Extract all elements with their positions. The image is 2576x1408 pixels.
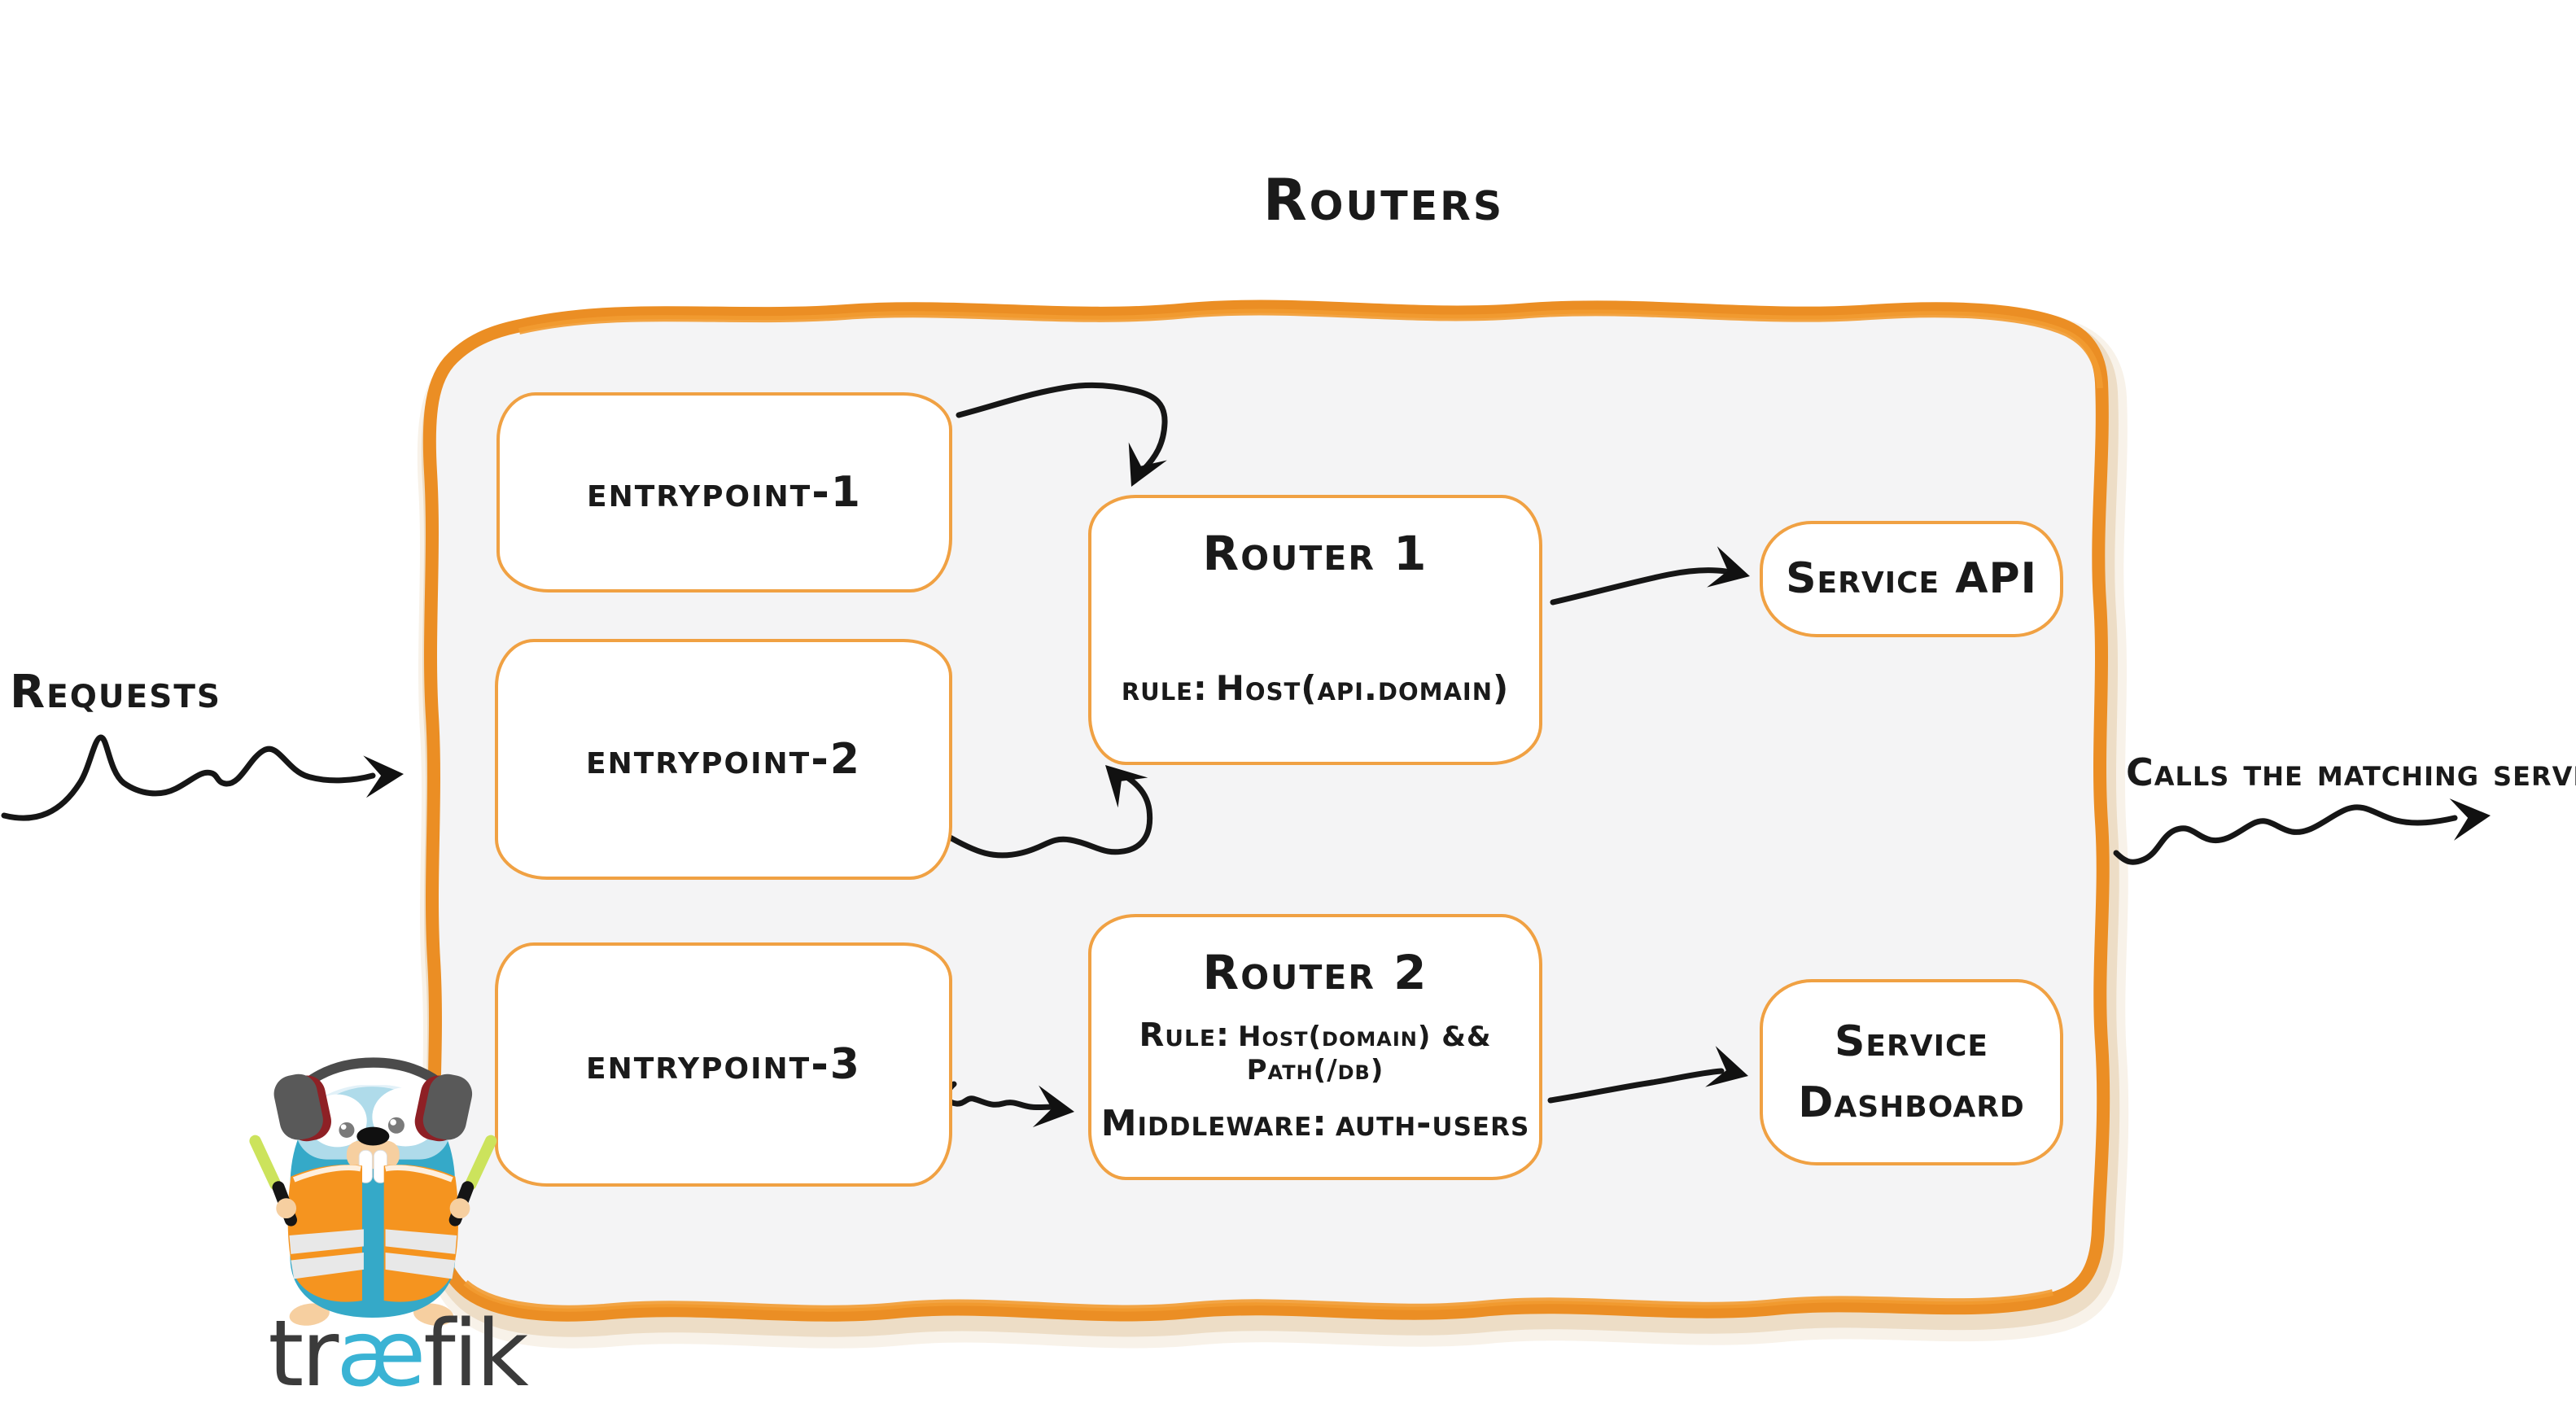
router-1-rule: rule:Host(api.domain) <box>1122 668 1509 708</box>
entrypoint-3-label: entrypoint-3 <box>586 1040 861 1089</box>
service-dashboard-box: Service Dashboard <box>1760 979 2063 1165</box>
router-1-box: Router 1 rule:Host(api.domain) <box>1088 495 1542 765</box>
service-dashboard-label-line2: Dashboard <box>1798 1078 2025 1127</box>
entrypoint1-to-router1-arrow <box>956 383 1168 474</box>
requests-arrow <box>1 734 376 821</box>
service-api-box: Service API <box>1760 521 2063 637</box>
entrypoint2-to-router1-arrow <box>942 769 1153 859</box>
diagram-title: Routers <box>1262 167 1505 234</box>
router-1-rule-prefix: rule: <box>1121 668 1208 708</box>
entrypoint-1-label: entrypoint-1 <box>587 468 862 517</box>
service-api-label: Service API <box>1786 554 2037 603</box>
router-2-middleware-prefix: Middleware: <box>1100 1103 1327 1144</box>
service-dashboard-label-line1: Service <box>1834 1017 1989 1066</box>
requests-label: Requests <box>10 666 222 719</box>
calls-matching-server-arrow <box>2113 804 2458 865</box>
traefik-wordmark: træfik <box>251 1309 544 1400</box>
calls-label: Calls the matching server <box>2126 750 2576 794</box>
wordmark-fik: fik <box>423 1301 528 1407</box>
router-2-middleware-value: auth-users <box>1335 1103 1530 1144</box>
entrypoint3-to-router2-arrow <box>944 1081 1063 1112</box>
router-2-box: Router 2 Rule:Host(domain) && Path(/db) … <box>1088 914 1542 1180</box>
wordmark-tr: tr <box>268 1301 339 1407</box>
router-2-rule-prefix: Rule: <box>1139 1017 1230 1054</box>
wordmark-ae: æ <box>336 1301 426 1407</box>
router-1-rule-value: Host(api.domain) <box>1215 668 1510 708</box>
router1-to-service-api-arrow <box>1550 567 1729 606</box>
router2-to-service-dashboard-arrow <box>1547 1068 1725 1104</box>
router-2-middleware: Middleware:auth-users <box>1101 1103 1530 1144</box>
entrypoint-2-label: entrypoint-2 <box>586 735 861 784</box>
entrypoint-3-box: entrypoint-3 <box>495 942 952 1187</box>
router-1-title: Router 1 <box>1202 526 1428 581</box>
entrypoint-2-box: entrypoint-2 <box>495 639 952 880</box>
traefik-gopher-mascot-icon <box>249 1057 497 1326</box>
router-2-rule: Rule:Host(domain) && Path(/db) <box>1100 1017 1531 1087</box>
router-2-title: Router 2 <box>1202 945 1428 1000</box>
entrypoint-1-box: entrypoint-1 <box>496 392 952 592</box>
router-2-rule-value: Host(domain) && Path(/db) <box>1237 1021 1492 1087</box>
